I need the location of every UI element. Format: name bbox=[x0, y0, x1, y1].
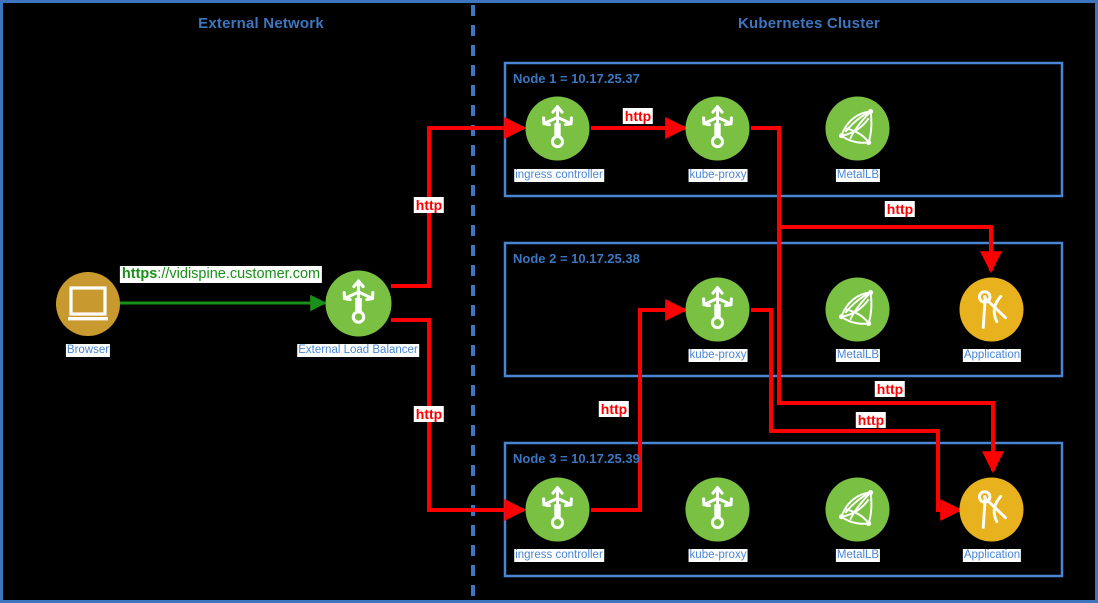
node3-kube-proxy-label: kube-proxy bbox=[688, 549, 748, 562]
zone-title-cluster: Kubernetes Cluster bbox=[738, 15, 880, 32]
node3-metallb-label: MetalLB bbox=[835, 549, 881, 562]
url-host: ://vidispine.customer.com bbox=[157, 266, 321, 282]
trident-icon bbox=[685, 277, 750, 342]
zone-title-external: External Network bbox=[198, 15, 324, 32]
http-label-node1-ingress-to-proxy: http bbox=[622, 108, 654, 124]
external-load-balancer-node[interactable] bbox=[325, 270, 392, 342]
trident-icon bbox=[525, 477, 590, 542]
http-label-node3-ingress-to-node2-proxy: http bbox=[598, 401, 630, 417]
external-load-balancer-label: External Load Balancer bbox=[297, 344, 419, 357]
trident-icon bbox=[685, 477, 750, 542]
node2-metallb-node[interactable] bbox=[825, 277, 890, 347]
node2-kube-proxy-node[interactable] bbox=[685, 277, 750, 347]
browser-node[interactable] bbox=[55, 271, 121, 342]
node1-ingress-controller-label: ingress controller bbox=[514, 169, 604, 182]
node1-metallb-node[interactable] bbox=[825, 96, 890, 166]
wire-lb-to-node1-ingress bbox=[391, 117, 527, 288]
node3-ingress-controller-node[interactable] bbox=[525, 477, 590, 547]
http-label-lb-to-node1: http bbox=[413, 197, 445, 213]
node1-ingress-controller-node[interactable] bbox=[525, 96, 590, 166]
node1-metallb-label: MetalLB bbox=[835, 169, 881, 182]
node1-label: Node 1 = 10.17.25.37 bbox=[513, 71, 640, 86]
node3-ingress-controller-label: ingress controller bbox=[514, 549, 604, 562]
https-url-label: https://vidispine.customer.com bbox=[119, 266, 323, 283]
compass-icon bbox=[959, 477, 1024, 542]
trident-icon bbox=[525, 96, 590, 161]
node1-kube-proxy-label: kube-proxy bbox=[688, 169, 748, 182]
wire-node3-ingress-to-node2-kubeproxy bbox=[591, 299, 688, 512]
http-label-node2-proxy-to-node3-app: http bbox=[855, 412, 887, 428]
node3-metallb-node[interactable] bbox=[825, 477, 890, 547]
monitor-icon bbox=[56, 272, 120, 336]
mesh-icon bbox=[825, 96, 890, 161]
node3-application-label: Application bbox=[962, 549, 1022, 562]
trident-icon bbox=[325, 270, 392, 337]
mesh-icon bbox=[825, 277, 890, 342]
wire-node1-kubeproxy-to-node3-app bbox=[777, 227, 1004, 474]
structure-layer bbox=[471, 5, 1064, 600]
node2-kube-proxy-label: kube-proxy bbox=[688, 349, 748, 362]
http-label-node1-proxy-to-node2-app: http bbox=[884, 201, 916, 217]
compass-icon bbox=[959, 277, 1024, 342]
node3-application-node[interactable] bbox=[959, 477, 1024, 547]
node2-box bbox=[503, 241, 1064, 378]
node3-kube-proxy-node[interactable] bbox=[685, 477, 750, 547]
http-label-lb-to-node3: http bbox=[413, 406, 445, 422]
trident-icon bbox=[685, 96, 750, 161]
node2-application-label: Application bbox=[962, 349, 1022, 362]
node2-label: Node 2 = 10.17.25.38 bbox=[513, 251, 640, 266]
node2-application-node[interactable] bbox=[959, 277, 1024, 347]
wire-node2-kubeproxy-to-node3-app bbox=[751, 308, 963, 521]
url-scheme: https bbox=[121, 266, 158, 282]
node2-metallb-label: MetalLB bbox=[835, 349, 881, 362]
http-label-node1-proxy-to-node3-app: http bbox=[874, 381, 906, 397]
mesh-icon bbox=[825, 477, 890, 542]
browser-label: Browser bbox=[65, 344, 111, 357]
node3-label: Node 3 = 10.17.25.39 bbox=[513, 451, 640, 466]
node1-kube-proxy-node[interactable] bbox=[685, 96, 750, 166]
